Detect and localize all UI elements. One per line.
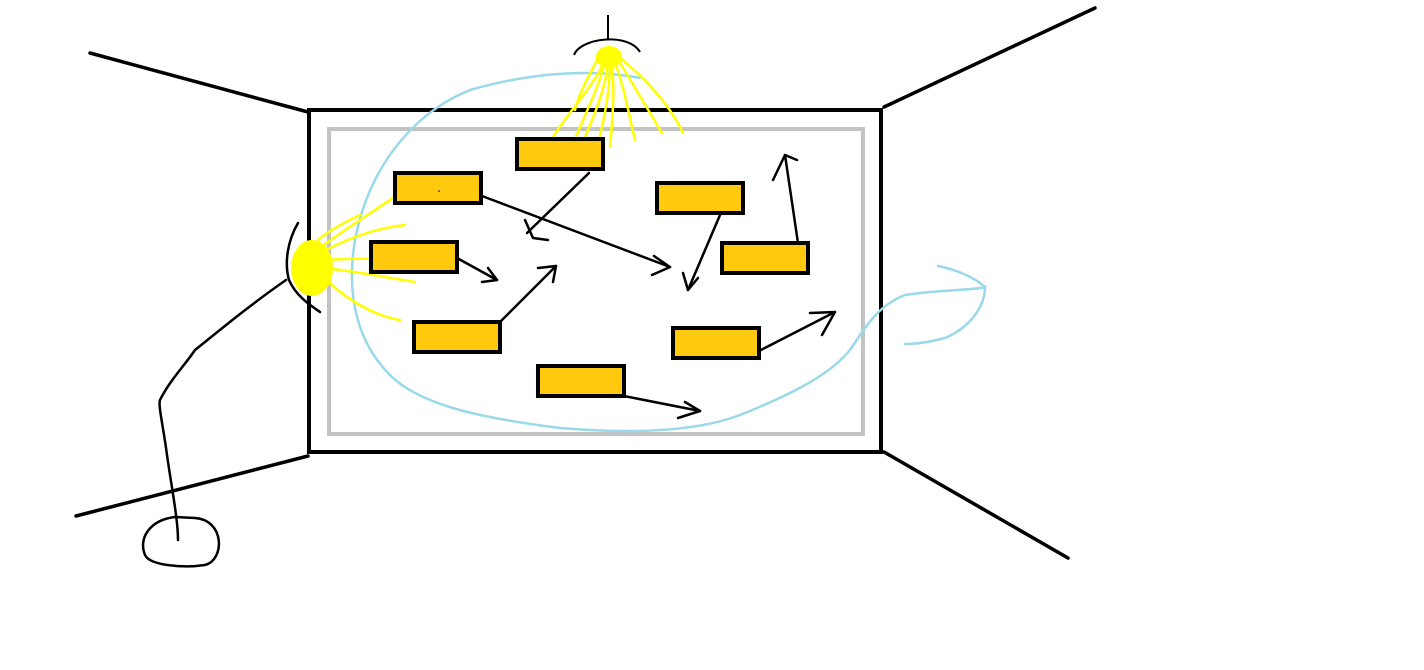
room-corner-line-bottom-right (882, 450, 1070, 560)
box (412, 320, 502, 354)
speck (438, 190, 440, 192)
arrow (757, 310, 837, 353)
box (655, 181, 745, 215)
boxes (369, 137, 810, 398)
floor-lamp-base (141, 515, 221, 568)
box (393, 171, 483, 205)
light-bulb-icon (596, 46, 622, 68)
box (369, 240, 459, 274)
arrows (455, 153, 837, 420)
floor-lamp-shade (285, 221, 322, 314)
ceiling-lamp-shade (573, 38, 641, 56)
arrow (622, 394, 702, 420)
arrow (771, 153, 800, 245)
room-corner-line-bottom-left (74, 454, 310, 518)
room-corner-line-top-left (88, 51, 310, 114)
arrow (498, 264, 558, 324)
light-path (350, 71, 987, 433)
room-perspective-lines (74, 6, 1097, 560)
floor-lamp (141, 180, 447, 568)
arrow (681, 213, 722, 292)
arrow (455, 256, 499, 284)
box (536, 364, 626, 398)
arrow (523, 171, 591, 242)
light-bulb-icon (291, 240, 333, 296)
floor-lamp-stand (158, 278, 288, 542)
box (515, 137, 605, 171)
box (671, 326, 761, 360)
box (720, 241, 810, 275)
room-corner-line-top-right (882, 6, 1097, 109)
arrow (480, 194, 672, 277)
